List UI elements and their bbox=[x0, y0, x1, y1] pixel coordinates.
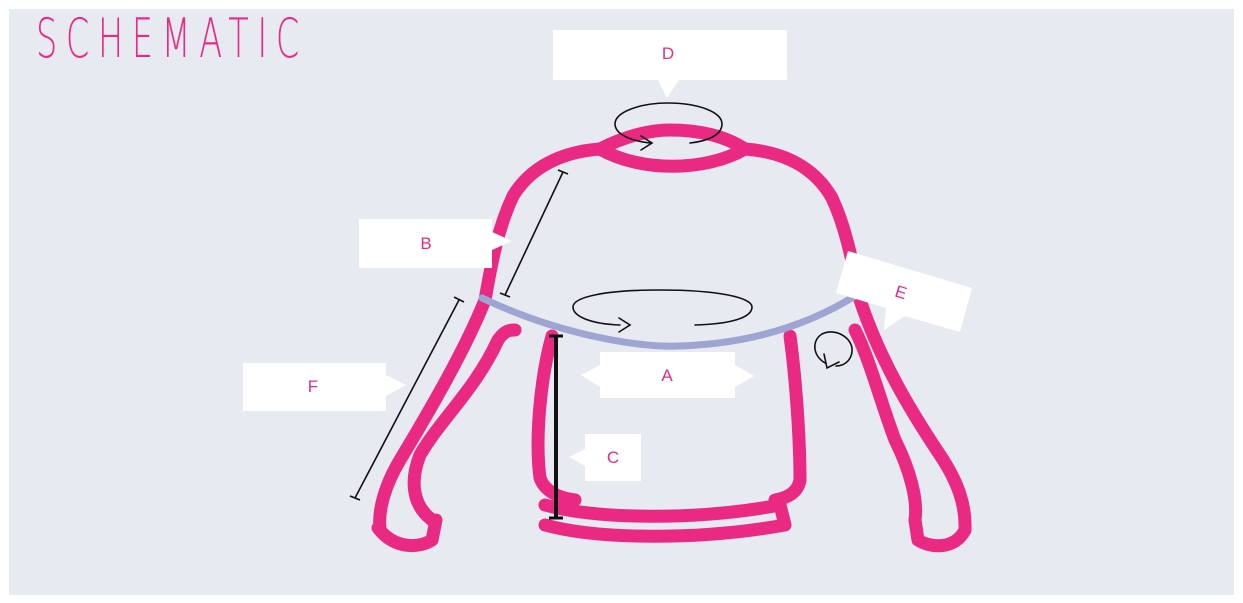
callout-b bbox=[359, 219, 512, 268]
chest-circumference-arrow bbox=[572, 289, 753, 326]
measure-f bbox=[354, 299, 460, 499]
right-sleeve-inner bbox=[848, 323, 923, 527]
body-right-side bbox=[768, 329, 807, 507]
label-a: A bbox=[661, 366, 673, 385]
measure-b bbox=[504, 171, 564, 296]
label-c: C bbox=[607, 448, 619, 467]
sleeve-circumference-arrow bbox=[814, 331, 853, 367]
neckband-inner bbox=[593, 123, 752, 156]
diagram-background bbox=[9, 9, 1234, 595]
right-cuff bbox=[908, 513, 972, 553]
left-sleeve-inner bbox=[407, 323, 522, 527]
callout-d bbox=[553, 30, 787, 98]
label-d: D bbox=[662, 44, 674, 63]
chest-line bbox=[478, 292, 859, 350]
label-e: E bbox=[893, 282, 909, 303]
label-f: F bbox=[308, 377, 318, 396]
label-b: B bbox=[420, 234, 431, 253]
callout-e bbox=[836, 251, 972, 332]
hem bbox=[538, 498, 792, 543]
neck-circumference-arrow bbox=[614, 102, 723, 144]
callout-f bbox=[243, 363, 406, 411]
neckband-outer bbox=[593, 142, 752, 173]
callout-a bbox=[581, 352, 754, 398]
page-title: SCHEMATIC bbox=[36, 7, 308, 70]
callout-c bbox=[569, 434, 641, 481]
left-cuff bbox=[371, 513, 443, 553]
